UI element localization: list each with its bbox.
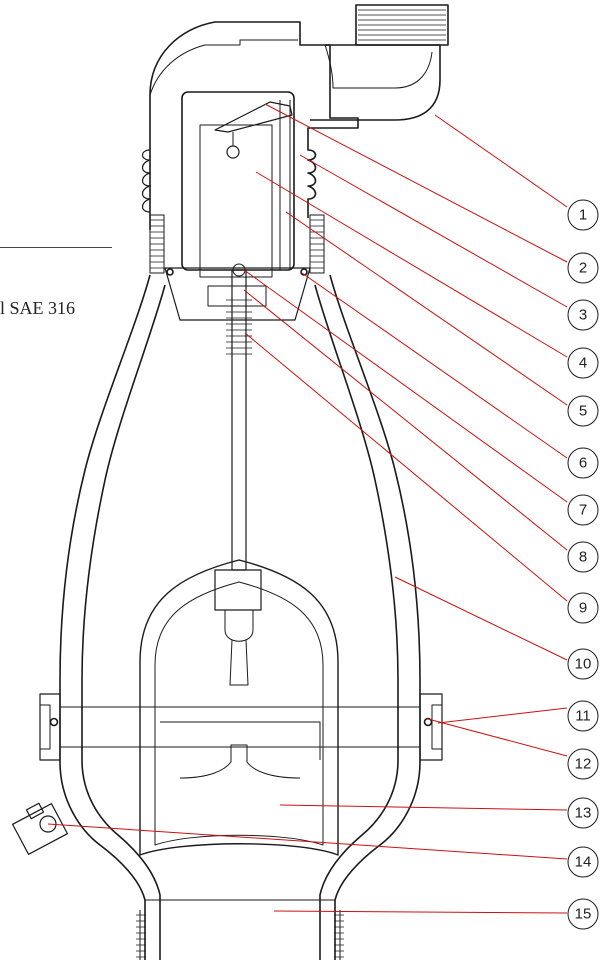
stem: [231, 269, 247, 571]
leader-15: [273, 910, 568, 914]
leader-14: [47, 823, 568, 860]
leader-11: [437, 707, 568, 724]
callout-circle-7: [567, 494, 599, 526]
leader-lines: [47, 103, 568, 914]
elbow-outlet: [310, 44, 441, 121]
leader-7: [243, 269, 568, 503]
seat-block: [164, 267, 311, 321]
callout-label-7: 7: [579, 502, 587, 519]
callout-circle-14: [567, 846, 599, 878]
callout-circle-10: [567, 648, 599, 680]
callout-label-13: 13: [575, 805, 592, 822]
callout-circle-6: [567, 447, 599, 479]
callout-label-10: 10: [575, 656, 592, 673]
callout-circle-4: [567, 347, 599, 379]
leader-13: [279, 804, 568, 811]
leader-10: [394, 576, 568, 661]
callout-circle-13: [567, 797, 599, 829]
leader-1: [434, 114, 568, 208]
callout-label-11: 11: [575, 708, 591, 725]
callout-label-14: 14: [575, 854, 592, 871]
separator-rule: [0, 247, 112, 248]
callout-circle-9: [567, 592, 599, 624]
leader-5: [285, 211, 568, 406]
callout-label-1: 1: [579, 207, 587, 224]
left-flange: [39, 693, 61, 761]
float: [139, 559, 339, 856]
callout-label-6: 6: [579, 455, 587, 472]
callout-circle-11: [567, 700, 599, 732]
callout-circle-5: [567, 395, 599, 427]
callout-label-3: 3: [579, 307, 587, 324]
leader-6: [301, 272, 568, 459]
callout-label-15: 15: [575, 906, 592, 923]
callout-circle-12: [567, 748, 599, 780]
callout-circle-3: [567, 299, 599, 331]
leader-3: [299, 154, 568, 308]
callout-label-12: 12: [575, 756, 592, 773]
callout-circle-8: [567, 541, 599, 573]
callout-label-4: 4: [579, 355, 587, 372]
leader-2: [264, 103, 568, 263]
callout-circle-2: [567, 252, 599, 284]
callout-circle-15: [567, 898, 599, 930]
lever: [214, 101, 293, 133]
top-outlet-thread: [355, 4, 449, 46]
leader-4: [255, 171, 568, 358]
drain-valve: [11, 802, 69, 855]
leader-8: [243, 289, 568, 551]
leader-9: [244, 332, 568, 602]
leader-12: [427, 718, 568, 757]
callout-numbers: 1 2 3 4 5 6 7 8 9 10 11 12 13 14 15: [575, 207, 592, 923]
callout-circle-1: [567, 199, 599, 231]
callout-label-5: 5: [579, 403, 587, 420]
callout-label-2: 2: [579, 260, 587, 277]
outer-body: [59, 274, 151, 960]
callout-circles: [567, 199, 599, 930]
callout-label-8: 8: [579, 549, 587, 566]
valve-body-outline: [11, 4, 449, 960]
callout-label-9: 9: [579, 600, 587, 617]
material-note: l SAE 316: [0, 298, 76, 318]
right-flange: [419, 693, 443, 761]
